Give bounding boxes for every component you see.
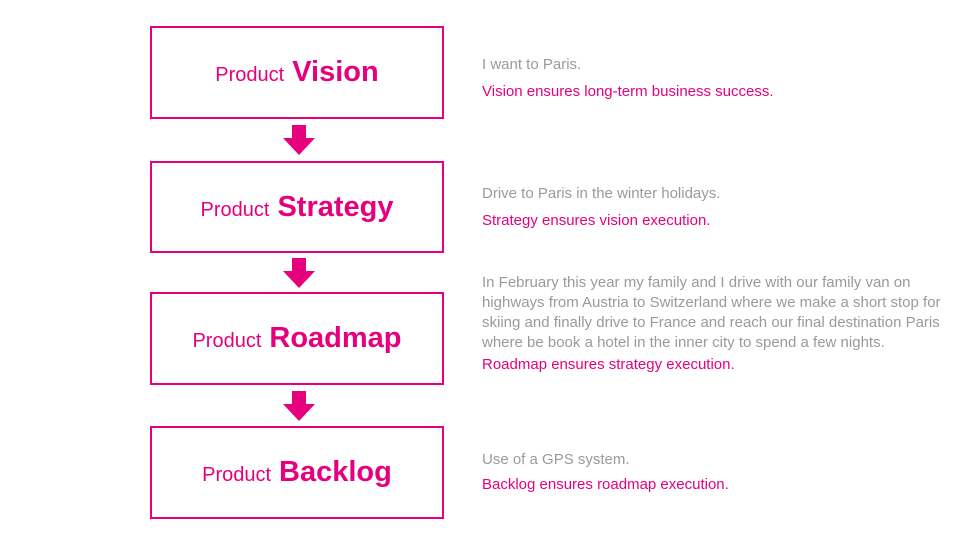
backlog-description: Use of a GPS system. — [482, 451, 630, 468]
vision-prefix: Product — [215, 64, 285, 86]
down-arrow-icon — [283, 391, 315, 421]
roadmap-goal: Roadmap ensures strategy execution. — [482, 356, 735, 373]
vision-box: Product Vision — [150, 26, 444, 119]
roadmap-description-block: In February this year my family and I dr… — [482, 273, 952, 375]
backlog-prefix: Product — [202, 464, 272, 486]
backlog-box: Product Backlog — [150, 426, 444, 519]
strategy-title: Strategy — [277, 190, 394, 223]
roadmap-title: Roadmap — [269, 322, 402, 354]
vision-title: Vision — [292, 56, 379, 88]
backlog-description-block: Use of a GPS system. Backlog ensures roa… — [482, 450, 952, 495]
down-arrow-icon — [283, 258, 315, 288]
backlog-goal: Backlog ensures roadmap execution. — [482, 476, 729, 493]
strategy-description-block: Drive to Paris in the winter holidays. S… — [482, 184, 952, 231]
strategy-description: Drive to Paris in the winter holidays. — [482, 185, 721, 202]
strategy-box: Product Strategy — [150, 161, 444, 253]
down-arrow-icon — [283, 125, 315, 155]
roadmap-description: In February this year my family and I dr… — [482, 274, 941, 351]
vision-description-block: I want to Paris. Vision ensures long-ter… — [482, 55, 952, 102]
backlog-title: Backlog — [279, 456, 392, 488]
strategy-goal: Strategy ensures vision execution. — [482, 212, 711, 229]
roadmap-prefix: Product — [192, 330, 262, 352]
roadmap-box: Product Roadmap — [150, 292, 444, 385]
vision-description: I want to Paris. — [482, 56, 582, 73]
vision-goal: Vision ensures long-term business succes… — [482, 83, 774, 100]
strategy-prefix: Product — [200, 198, 270, 221]
